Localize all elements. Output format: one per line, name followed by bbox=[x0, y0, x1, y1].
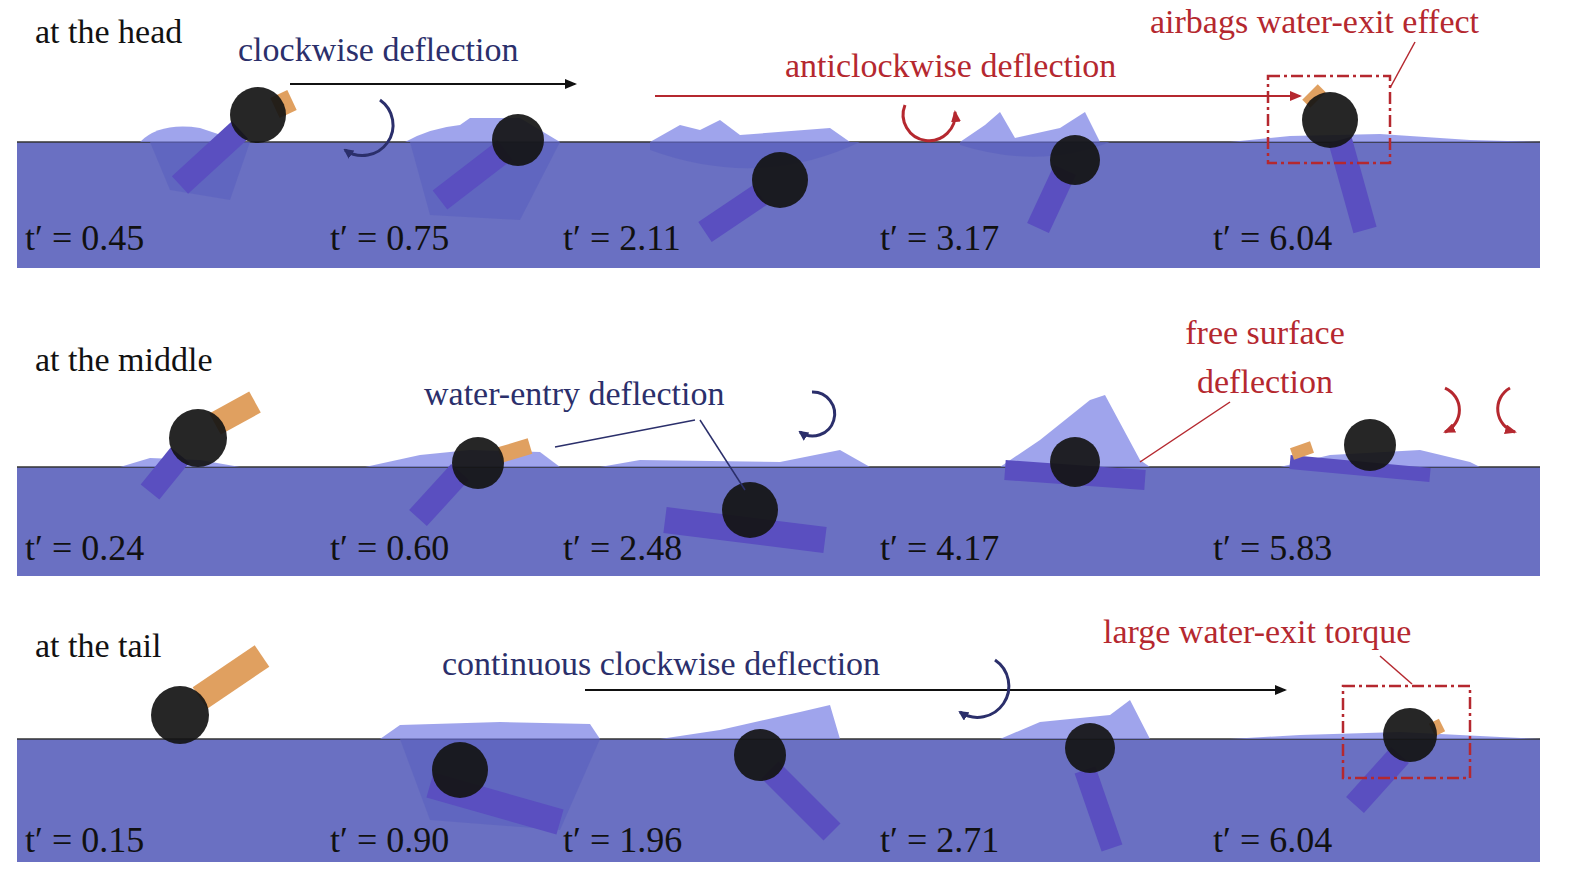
annotation-label: t′ = 5.83 bbox=[1213, 528, 1332, 569]
annotation-label: airbags water-exit effect bbox=[1150, 2, 1479, 41]
annotation-label: t′ = 6.04 bbox=[1213, 820, 1332, 861]
annotation-label: water-entry deflection bbox=[424, 374, 724, 413]
annotation-label: free surface deflection bbox=[1140, 308, 1390, 407]
annotation-label: t′ = 0.45 bbox=[25, 218, 144, 259]
annotation-label: anticlockwise deflection bbox=[785, 46, 1116, 85]
annotation-label: t′ = 1.96 bbox=[563, 820, 682, 861]
annotation-label: t′ = 0.15 bbox=[25, 820, 144, 861]
annotation-label: t′ = 0.60 bbox=[330, 528, 449, 569]
annotation-label: large water-exit torque bbox=[1103, 612, 1411, 651]
annotation-label: at the head bbox=[35, 12, 182, 51]
annotation-label: t′ = 2.48 bbox=[563, 528, 682, 569]
annotation-label: t′ = 4.17 bbox=[880, 528, 999, 569]
annotation-label: t′ = 2.71 bbox=[880, 820, 999, 861]
annotation-label: t′ = 3.17 bbox=[880, 218, 999, 259]
annotation-label: continuous clockwise deflection bbox=[442, 644, 880, 683]
annotation-label: t′ = 0.24 bbox=[25, 528, 144, 569]
annotation-label: at the middle bbox=[35, 340, 213, 379]
annotation-label: t′ = 0.90 bbox=[330, 820, 449, 861]
annotation-label: t′ = 2.11 bbox=[563, 218, 681, 259]
annotation-label: clockwise deflection bbox=[238, 30, 518, 69]
annotation-label: t′ = 0.75 bbox=[330, 218, 449, 259]
annotation-label: at the tail bbox=[35, 626, 162, 665]
annotation-label: t′ = 6.04 bbox=[1213, 218, 1332, 259]
